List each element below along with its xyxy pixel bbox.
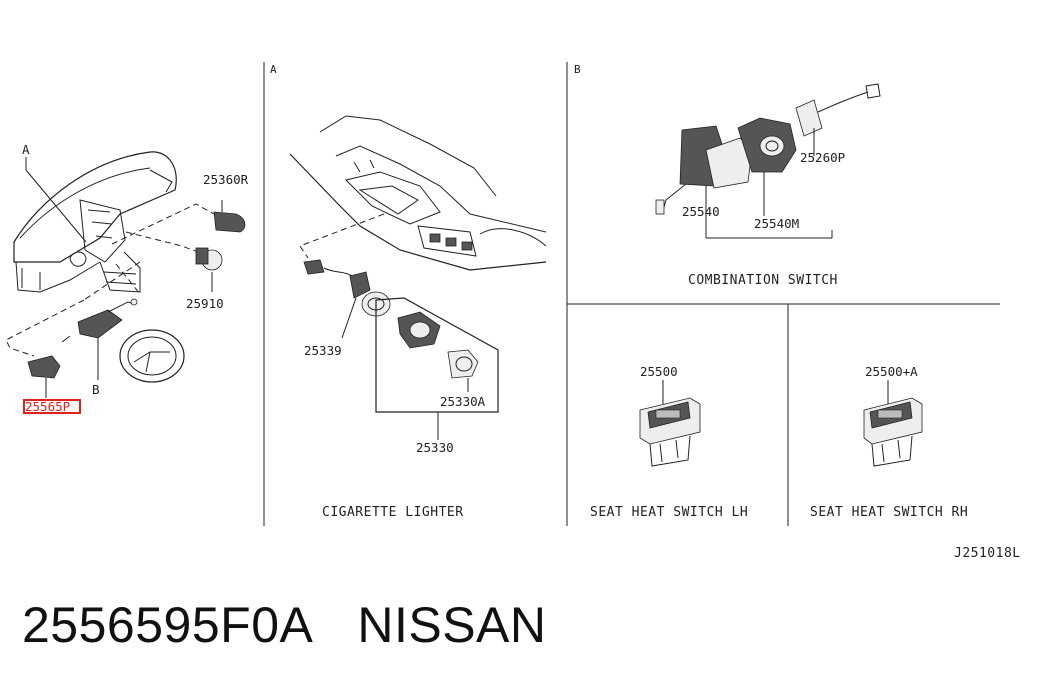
footer-caption: 2556595F0A NISSAN (22, 596, 547, 654)
part-label-25565p[interactable]: 25565P (25, 399, 70, 414)
section-label-a: A (270, 63, 277, 76)
overview-marker-a: A (22, 142, 30, 157)
cigarette-lighter-drawing (289, 115, 547, 440)
part-label-25260p[interactable]: 25260P (800, 150, 845, 165)
part-label-25330a[interactable]: 25330A (440, 394, 486, 409)
footer-brand: NISSAN (357, 597, 547, 653)
footer-part-number: 2556595F0A (22, 597, 314, 653)
section-label-b: B (574, 63, 581, 76)
part-label-25500[interactable]: 25500 (640, 364, 678, 379)
caption-cigarette-lighter: CIGARETTE LIGHTER (322, 505, 464, 520)
section-dividers (263, 62, 1000, 526)
dashboard-overview (5, 151, 246, 398)
highlight-box (23, 399, 81, 414)
seat-heat-switch-lh-drawing (639, 380, 701, 467)
combination-switch-drawing (655, 83, 881, 239)
caption-combination-switch: COMBINATION SWITCH (688, 273, 838, 288)
part-label-25910[interactable]: 25910 (186, 296, 224, 311)
part-label-25360r[interactable]: 25360R (203, 172, 249, 187)
caption-seat-heat-switch-rh: SEAT HEAT SWITCH RH (810, 505, 968, 520)
caption-seat-heat-switch-lh: SEAT HEAT SWITCH LH (590, 505, 748, 520)
seat-heat-switch-rh-drawing (863, 380, 923, 467)
overview-marker-b: B (92, 382, 100, 397)
part-label-25540[interactable]: 25540 (682, 204, 720, 219)
diagram-code: J251018L (954, 546, 1021, 561)
part-label-25339[interactable]: 25339 (304, 343, 342, 358)
part-label-25540m[interactable]: 25540M (754, 216, 799, 231)
part-label-25330[interactable]: 25330 (416, 440, 454, 455)
part-label-25500-a[interactable]: 25500+A (865, 364, 918, 379)
